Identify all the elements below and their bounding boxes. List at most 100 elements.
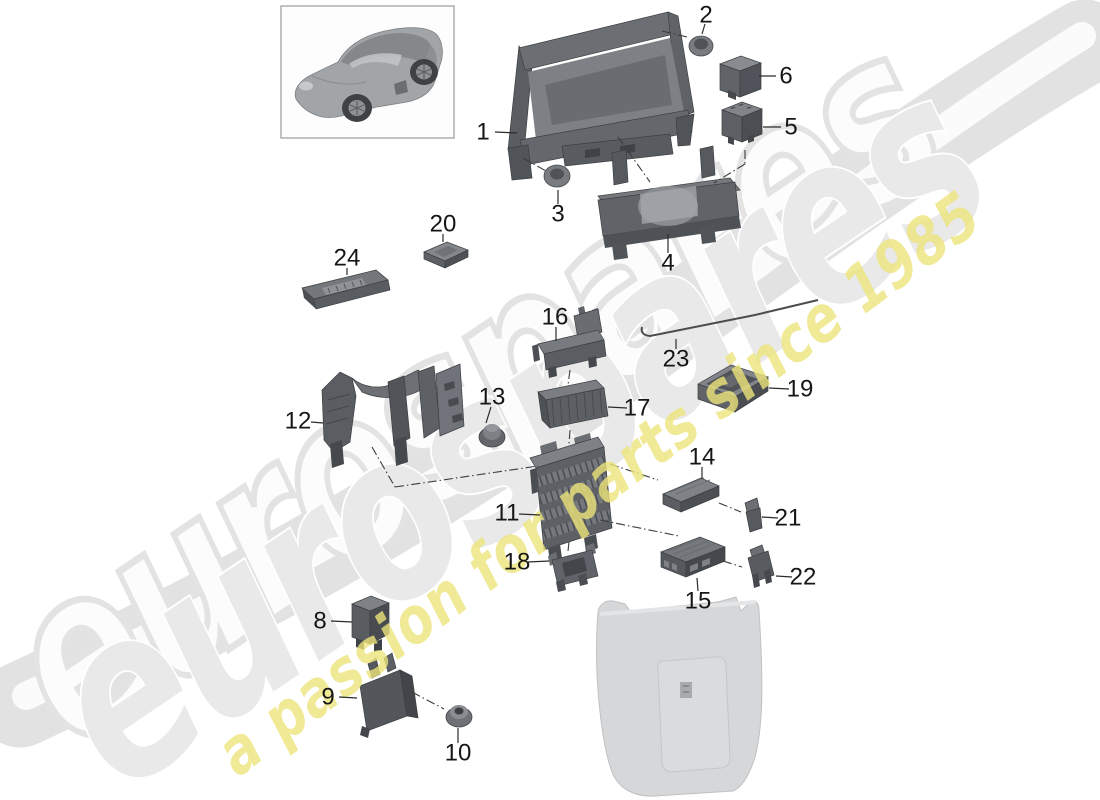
part-16-upper-bracket[interactable] (532, 306, 607, 378)
part-19-housing-box[interactable] (697, 364, 769, 413)
part-21-clip[interactable] (744, 497, 763, 533)
part-8-relay-box[interactable] (351, 595, 390, 652)
part-1-sill-slots (585, 144, 635, 158)
callout-number-4[interactable]: 4 (661, 250, 674, 277)
part-17-fuse-holder[interactable] (537, 379, 609, 429)
callout-number-15[interactable]: 15 (685, 588, 712, 615)
assembly-line-3 (617, 136, 651, 183)
background-swoosh (0, 0, 1100, 748)
part-24-strip-connector[interactable] (301, 269, 391, 310)
part-12-left-wall (321, 371, 357, 453)
part-16-base-front (543, 339, 607, 371)
part-2-grommet[interactable] (688, 35, 714, 57)
part-22-prongs (752, 569, 772, 588)
callout-number-8[interactable]: 8 (313, 608, 326, 635)
callout-leader-18 (527, 560, 550, 563)
callout-number-10[interactable]: 10 (445, 740, 472, 767)
part-11-fuse-box[interactable] (529, 433, 613, 562)
callout-number-12[interactable]: 12 (285, 408, 312, 435)
callout-number-17[interactable]: 17 (624, 395, 651, 422)
part-20-flat-module[interactable] (423, 241, 469, 269)
part-6-relay[interactable] (718, 55, 763, 100)
car-illustration (294, 27, 443, 122)
part-19-cavity-floor (716, 374, 746, 388)
assembly-line-14 (567, 541, 570, 552)
callout-number-3[interactable]: 3 (551, 201, 564, 228)
assembly-line-2 (522, 157, 547, 172)
part-13-top (486, 424, 498, 432)
part-22-retainer-clip[interactable] (747, 544, 775, 588)
trim-panel[interactable] (596, 596, 763, 797)
callout-number-11[interactable]: 11 (495, 500, 520, 527)
part-19-side (734, 376, 769, 413)
part-15-control-module[interactable] (660, 536, 726, 578)
trim-panel-latch-detail (683, 685, 689, 693)
part-1-inner-recess (545, 55, 672, 125)
callout-number-9[interactable]: 9 (321, 684, 334, 711)
callout-number-18[interactable]: 18 (504, 549, 531, 576)
callout-leader-1 (494, 131, 518, 134)
callout-number-5[interactable]: 5 (784, 114, 797, 141)
part-1-lower-sill (561, 133, 674, 167)
part-8-feet (356, 638, 382, 652)
callout-number-21[interactable]: 21 (775, 505, 802, 532)
part-11-fuse-row-4 (543, 509, 610, 540)
part-14-cover[interactable] (662, 477, 720, 513)
assembly-line-7 (568, 429, 571, 445)
callout-number-16[interactable]: 16 (542, 304, 569, 331)
part-24-ticks (327, 279, 363, 294)
part-20-top-inset (434, 246, 458, 257)
callout-number-6[interactable]: 6 (779, 63, 792, 90)
callout-number-20[interactable]: 20 (430, 211, 457, 238)
part-4-left-post (611, 149, 629, 186)
assembly-line-6 (567, 369, 571, 386)
callout-number-22[interactable]: 22 (790, 564, 817, 591)
assembly-lines-layer (371, 30, 746, 710)
part-6-tab (728, 90, 736, 100)
part-5-lower-tabs (728, 134, 754, 145)
assembly-line-1 (661, 30, 688, 38)
assembly-line-5 (713, 163, 746, 184)
part-18-slot (562, 557, 587, 577)
part-12-bracket[interactable] (321, 363, 465, 468)
part-1-support-frame[interactable] (507, 11, 695, 181)
swoosh-highlight (12, 22, 1096, 710)
callout-number-24[interactable]: 24 (334, 245, 361, 272)
assembly-line-9 (394, 465, 539, 488)
part-3-grommet[interactable] (543, 164, 571, 188)
callout-leader-11 (518, 513, 541, 516)
car-thumbnail[interactable] (280, 5, 455, 139)
callout-number-2[interactable]: 2 (699, 2, 712, 29)
part-4-bottom-lip (603, 216, 741, 248)
assembly-line-12 (599, 519, 680, 537)
callout-leader-9 (338, 696, 358, 699)
trim-panel-top-flange (599, 600, 757, 616)
callout-number-13[interactable]: 13 (479, 384, 506, 411)
part-5-connector-block[interactable] (721, 101, 763, 145)
part-6-side (739, 62, 762, 98)
part-12-ribs (325, 393, 351, 425)
callout-number-1[interactable]: 1 (476, 119, 489, 146)
callout-number-19[interactable]: 19 (787, 376, 814, 403)
part-18-lower-tray[interactable] (548, 543, 599, 592)
part-12-flange-slots (444, 381, 463, 423)
trim-panel-access-door (657, 656, 731, 773)
part-13-grommet[interactable] (478, 424, 506, 448)
callout-leader-17 (607, 406, 628, 409)
part-15-connectors (664, 558, 710, 572)
car-headlight (299, 81, 313, 91)
callout-number-23[interactable]: 23 (663, 346, 690, 373)
part-5-side (741, 108, 763, 143)
part-8-side (369, 602, 390, 645)
part-1-left-foot (507, 144, 533, 181)
part-4-bracket[interactable] (597, 145, 741, 260)
assembly-line-13 (722, 560, 743, 568)
part-23-cable[interactable] (640, 299, 819, 338)
part-20-side (444, 249, 469, 269)
part-10-hole (454, 707, 464, 715)
callout-number-14[interactable]: 14 (689, 444, 716, 471)
assembly-line-10 (609, 463, 659, 481)
part-10-nut[interactable] (445, 705, 473, 728)
part-24-front (313, 279, 391, 310)
part-9-holder-bracket[interactable] (359, 652, 419, 738)
